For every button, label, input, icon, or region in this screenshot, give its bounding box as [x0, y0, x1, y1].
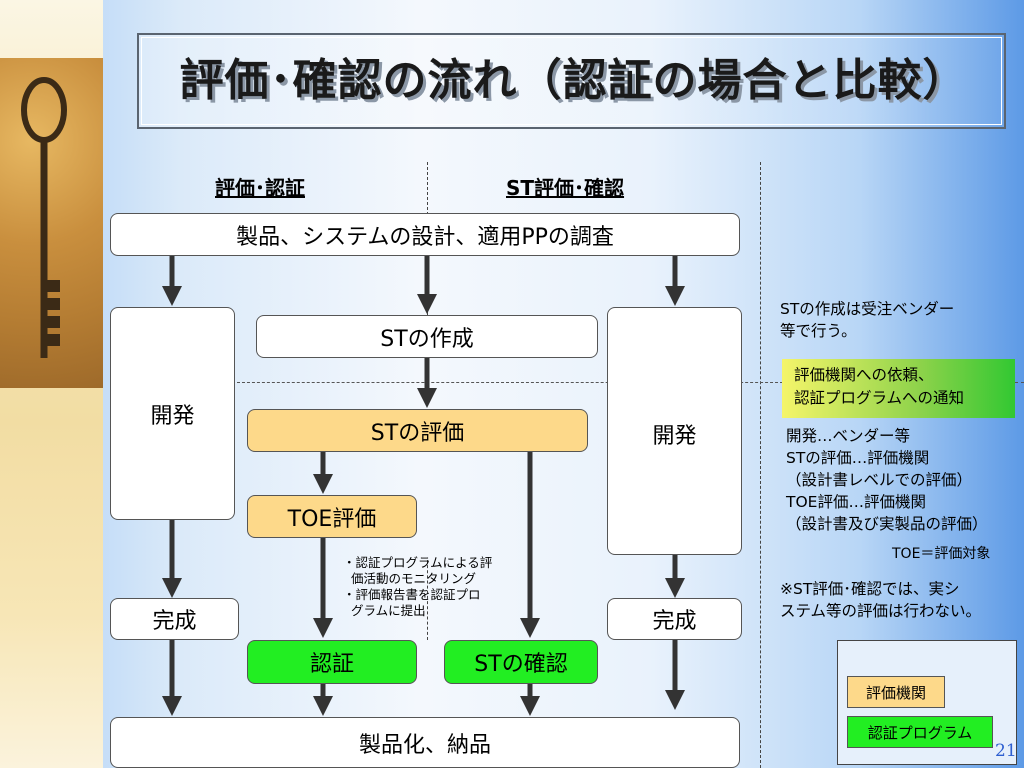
toe-evaluation-box: TOE評価 [247, 495, 417, 538]
notes-divider [760, 162, 761, 768]
st-confirmation-box: STの確認 [444, 640, 598, 684]
complete-box-left: 完成 [110, 598, 239, 640]
phase-divider-left [237, 382, 783, 383]
development-box-right: 開発 [607, 307, 742, 555]
certification-box: 認証 [247, 640, 417, 684]
productization-delivery-box: 製品化、納品 [110, 717, 740, 768]
st-create-box: STの作成 [256, 315, 598, 358]
development-label-right: 開発 [652, 424, 697, 449]
column-header-evaluation-certification: 評価･認証 [215, 176, 305, 200]
toe-definition-note: TOE＝評価対象 [892, 546, 991, 562]
phase-divider-right [1015, 382, 1024, 383]
column-divider-lower [427, 560, 428, 640]
st-evaluation-box: STの評価 [247, 409, 588, 452]
monitoring-note: ・認証プログラムによる評 価活動のモニタリング ・評価報告書を認証プロ グラムに… [343, 555, 493, 618]
column-header-st-evaluation-confirmation: ST評価･確認 [506, 176, 625, 200]
st-author-note: STの作成は受注ベンダー 等で行う。 [780, 300, 955, 340]
page-number: 21 [995, 741, 1017, 761]
request-notification-note: 評価機関への依頼、 認証プログラムへの通知 [782, 359, 1015, 418]
legend-evaluation-body: 評価機関 [847, 676, 945, 708]
key-image [0, 58, 103, 388]
legend-certification-program: 認証プログラム [847, 716, 993, 748]
slide-title: 評価･確認の流れ（認証の場合と比較） [179, 55, 968, 106]
development-box-left: 開発 [110, 307, 235, 520]
development-label-left: 開発 [150, 404, 195, 429]
legend: 評価機関 認証プログラム [837, 640, 1017, 765]
design-survey-box: 製品、システムの設計、適用PPの調査 [110, 213, 740, 256]
complete-box-right: 完成 [607, 598, 742, 640]
title-frame: 評価･確認の流れ（認証の場合と比較） [137, 33, 1006, 129]
scope-remark: ※ST評価･確認では、実シ ステム等の評価は行わない。 [780, 580, 982, 620]
roles-note: 開発…ベンダー等 STの評価…評価機関 （設計書レベルでの評価） TOE評価…評… [786, 427, 988, 533]
